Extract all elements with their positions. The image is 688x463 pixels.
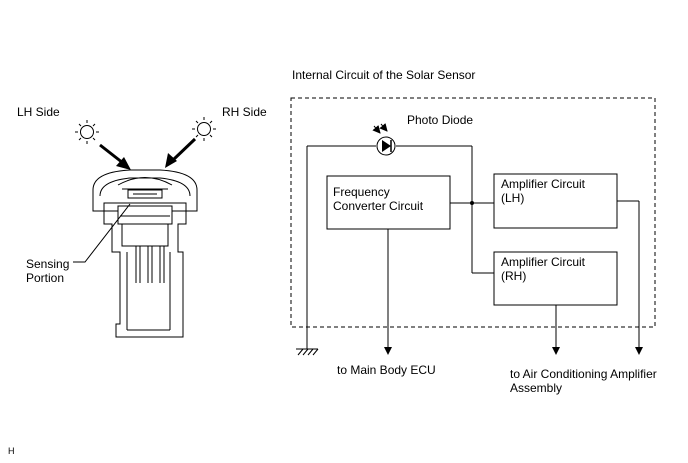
lh-side-label: LH Side — [17, 105, 60, 119]
amplifier-lh-label-line2: (LH) — [501, 191, 524, 205]
to-main-body-ecu-label: to Main Body ECU — [337, 363, 436, 377]
frequency-converter-label-line2: Converter Circuit — [333, 199, 424, 213]
light-arrow-lh — [99, 143, 131, 170]
rh-side-label: RH Side — [222, 105, 267, 119]
amplifier-rh-label-line2: (RH) — [501, 269, 526, 283]
corner-mark: H — [8, 446, 15, 456]
junction-dot — [470, 201, 474, 205]
to-ac-amplifier-label-line1: to Air Conditioning Amplifier — [510, 367, 657, 381]
frequency-converter-box — [326, 175, 451, 230]
sun-rh-icon — [192, 117, 216, 141]
circuit-wiring — [306, 145, 643, 355]
photo-diode-label: Photo Diode — [407, 113, 473, 127]
sensor-dome — [92, 169, 198, 212]
sensor-illustration: LH Side RH Side Sensing Portion — [17, 105, 267, 338]
amplifier-rh-box — [493, 251, 618, 306]
ground-icon — [296, 348, 319, 356]
sensing-label-line2: Portion — [26, 271, 64, 285]
sensor-body — [103, 205, 187, 338]
internal-circuit-title: Internal Circuit of the Solar Sensor — [292, 68, 475, 82]
amplifier-lh-label-line1: Amplifier Circuit — [501, 177, 586, 191]
sun-lh-icon — [75, 120, 99, 144]
sensing-label-line1: Sensing — [26, 257, 69, 271]
light-arrow-rh — [165, 137, 197, 168]
sensing-leader-line — [73, 203, 131, 263]
photo-diode-icon — [372, 123, 396, 156]
amplifier-rh-label-line1: Amplifier Circuit — [501, 255, 586, 269]
circuit-boundary — [290, 97, 656, 328]
to-ac-amplifier-label-line2: Assembly — [510, 381, 562, 395]
frequency-converter-label-line1: Frequency — [333, 185, 390, 199]
internal-circuit: Internal Circuit of the Solar Sensor Fre… — [290, 68, 657, 395]
amplifier-lh-box — [493, 173, 618, 229]
